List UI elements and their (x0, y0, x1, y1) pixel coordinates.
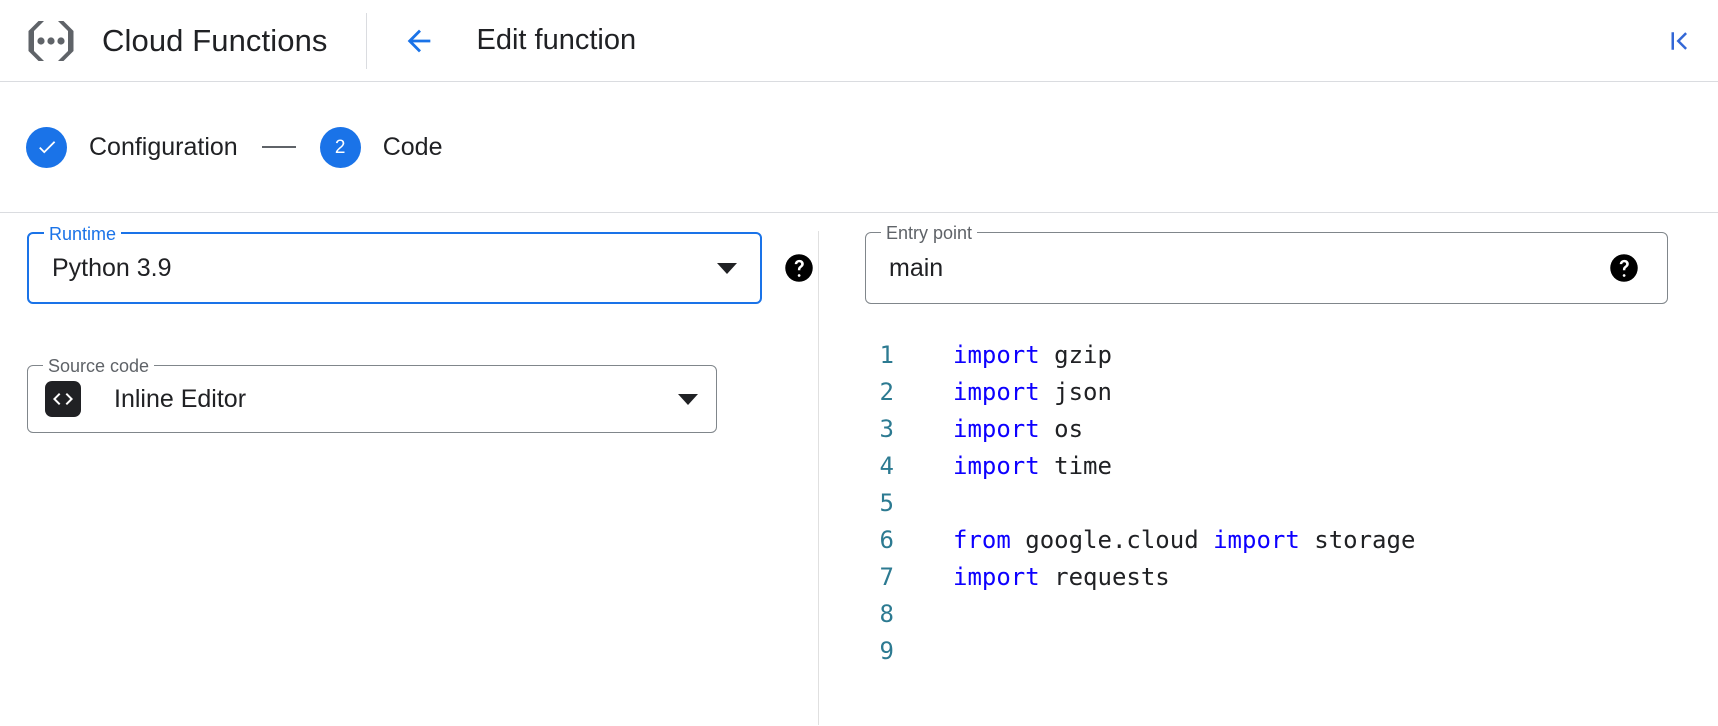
cloud-functions-icon (24, 14, 78, 68)
step-configuration-marker (26, 126, 67, 168)
code-text: from google.cloud import storage (953, 526, 1415, 554)
code-line: 1 import gzip (818, 341, 1718, 378)
code-identifier: os (1039, 415, 1084, 443)
body-area: Runtime Python 3.9 Source code Inline Ed… (0, 213, 1718, 725)
code-identifier: time (1039, 452, 1112, 480)
line-number: 6 (879, 526, 894, 554)
entry-point-help-circle-icon[interactable] (1609, 253, 1639, 283)
header-divider (365, 12, 367, 69)
source-code-select[interactable]: Source code Inline Editor (27, 355, 717, 433)
code-line: 6 from google.cloud import storage (818, 526, 1718, 563)
code-line: 3 import os (818, 415, 1718, 452)
code-keyword: import (1213, 526, 1300, 554)
check-icon (38, 141, 55, 154)
line-number: 3 (879, 415, 894, 443)
wizard-stepper: Configuration 2 Code (0, 82, 1718, 213)
code-identifier: google.cloud (1010, 526, 1214, 554)
code-identifier: storage (1299, 526, 1416, 554)
code-line: 7 import requests (818, 563, 1718, 600)
pane-divider (818, 231, 819, 725)
code-line: 4 import time (818, 452, 1718, 489)
app-header: Cloud Functions Edit function (0, 0, 1718, 82)
line-number: 1 (879, 341, 894, 369)
line-number: 7 (879, 563, 894, 591)
line-number: 8 (879, 600, 894, 628)
step-code-number: 2 (334, 136, 346, 158)
add-file-button[interactable] (709, 719, 753, 726)
runtime-select[interactable]: Runtime Python 3.9 (27, 223, 762, 304)
code-editor[interactable]: 1 import gzip 2 import json 3 import os 4 impor… (818, 341, 1718, 725)
code-text: import gzip (953, 341, 1112, 369)
step-code[interactable]: 2 Code (319, 126, 443, 168)
right-pane: Entry point main 1 import gzip 2 import jso… (818, 213, 1718, 725)
brand: Cloud Functions (0, 14, 328, 68)
source-code-label: Source code (43, 355, 155, 377)
brand-title: Cloud Functions (102, 22, 328, 58)
runtime-label: Runtime (44, 223, 122, 245)
runtime-value: Python 3.9 (52, 253, 172, 282)
code-line: 8 (818, 600, 1718, 637)
code-keyword: import (953, 563, 1040, 591)
code-text: import os (953, 415, 1083, 443)
code-keyword: import (953, 341, 1040, 369)
step-configuration[interactable]: Configuration (26, 126, 238, 168)
source-code-value: Inline Editor (114, 384, 247, 413)
collapse-panel-left-icon[interactable] (1660, 22, 1698, 60)
entry-point-label: Entry point (881, 222, 978, 244)
code-line: 5 (818, 489, 1718, 526)
code-keyword: from (953, 526, 1011, 554)
entry-point-input[interactable]: Entry point main (865, 222, 1668, 304)
step-configuration-label: Configuration (89, 132, 238, 161)
code-identifier: requests (1039, 563, 1170, 591)
code-text: import requests (953, 563, 1170, 591)
left-pane: Runtime Python 3.9 Source code Inline Ed… (0, 213, 818, 725)
entry-point-value: main (889, 253, 944, 282)
runtime-help-circle-icon[interactable] (784, 253, 814, 283)
chevron-down-icon[interactable] (678, 393, 698, 405)
step-code-label: Code (382, 132, 443, 161)
code-brackets-icon (45, 381, 81, 417)
code-identifier: gzip (1039, 341, 1112, 369)
line-number: 9 (879, 637, 894, 665)
code-keyword: import (953, 415, 1040, 443)
code-line: 9 (818, 637, 1718, 674)
page-title: Edit function (476, 24, 637, 56)
line-number: 5 (879, 489, 894, 517)
code-text: import json (953, 378, 1112, 406)
code-keyword: import (953, 378, 1040, 406)
line-number: 4 (879, 452, 894, 480)
code-text: import time (953, 452, 1112, 480)
step-connector (261, 146, 296, 148)
line-number: 2 (879, 378, 894, 406)
chevron-down-icon[interactable] (717, 262, 737, 274)
code-keyword: import (953, 452, 1040, 480)
code-line: 2 import json (818, 378, 1718, 415)
arrow-back-icon[interactable] (399, 21, 439, 61)
code-identifier: json (1039, 378, 1112, 406)
step-code-marker: 2 (319, 126, 361, 168)
